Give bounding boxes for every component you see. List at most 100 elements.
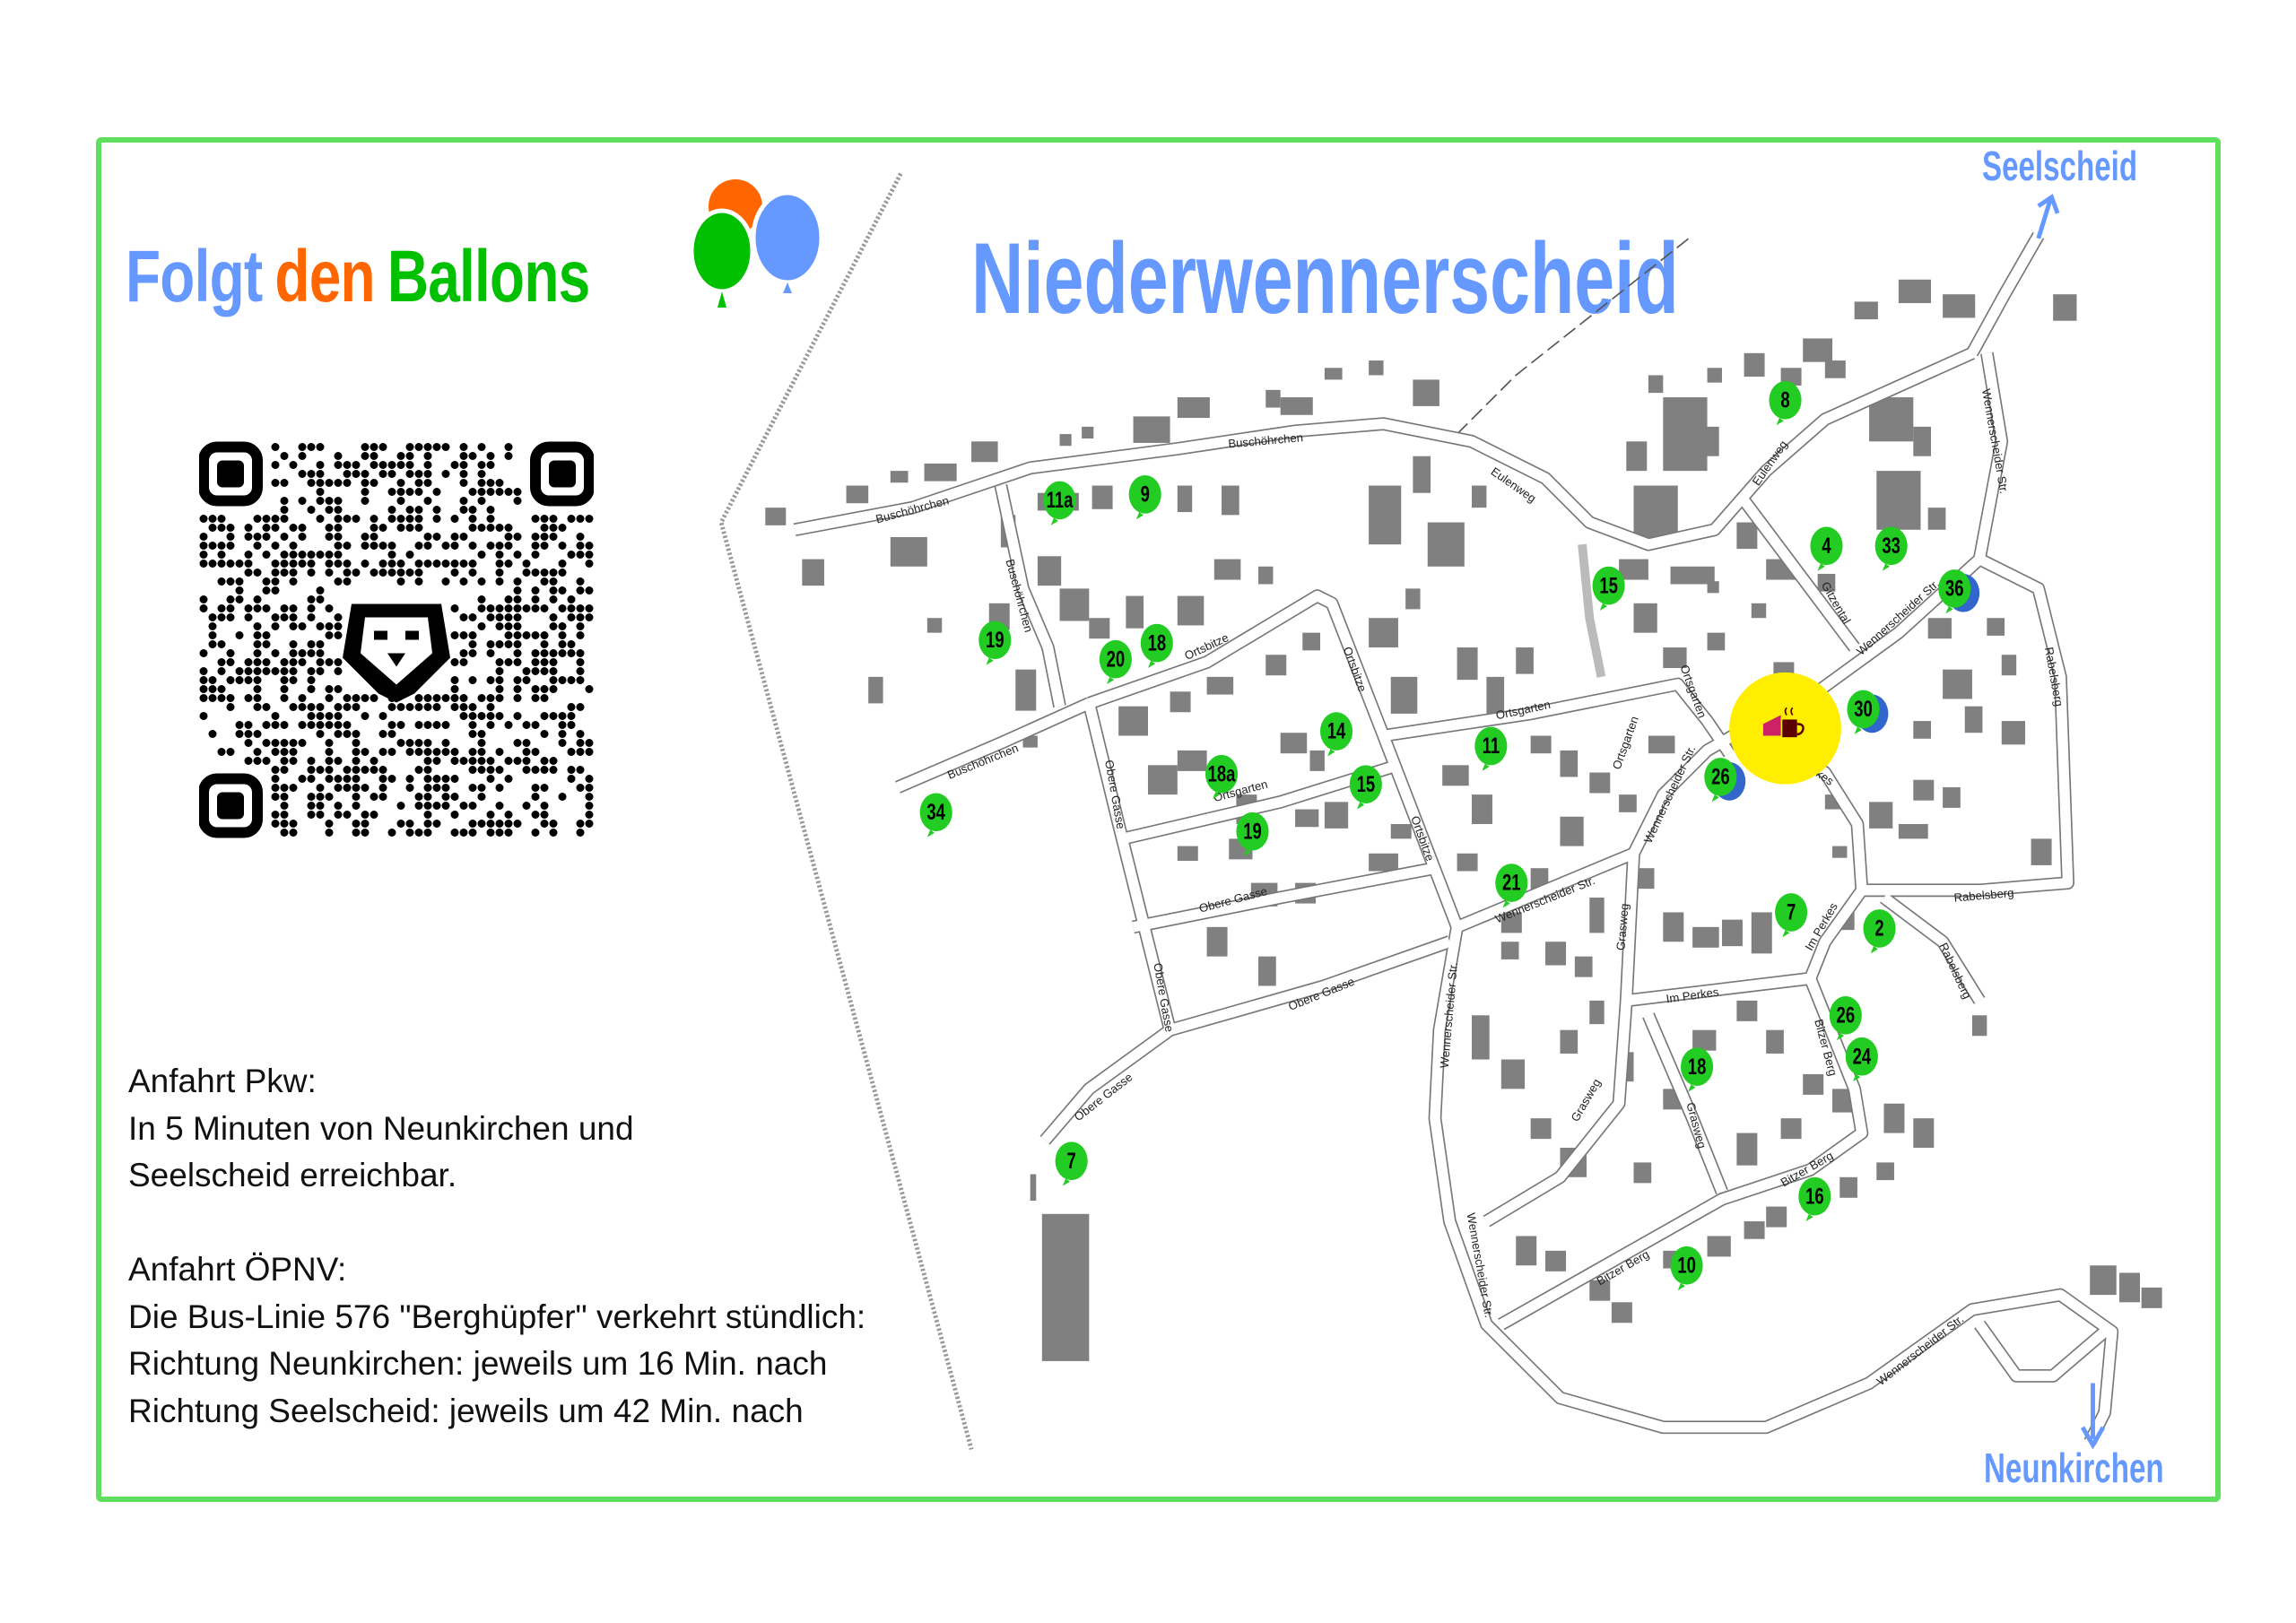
green-balloon-icon [1592, 566, 1625, 605]
balloon-marker[interactable]: 11 [1474, 726, 1508, 771]
building [1390, 823, 1412, 839]
balloon-marker[interactable]: 26 [1704, 758, 1746, 803]
building [1589, 1280, 1611, 1301]
building [1324, 368, 1343, 380]
balloon-marker[interactable]: 4 [1810, 526, 1843, 571]
building [1059, 588, 1090, 621]
balloon-marker[interactable]: 10 [1670, 1245, 1703, 1291]
footpath [1457, 234, 1693, 435]
balloon-marker[interactable]: 34 [919, 793, 952, 838]
balloon-marker[interactable]: 8 [1769, 381, 1802, 426]
balloon-marker[interactable]: 14 [1319, 712, 1353, 757]
building [1574, 956, 1593, 977]
balloon-marker[interactable]: 2 [1863, 909, 1896, 954]
info-line: Richtung Seelscheid: jeweils um 42 Min. … [128, 1392, 804, 1429]
balloon-marker[interactable]: 24 [1845, 1037, 1878, 1082]
building [1413, 379, 1439, 406]
building [1736, 1000, 1758, 1021]
qr-code[interactable] [199, 441, 594, 838]
balloon-marker[interactable]: 33 [1874, 526, 1908, 571]
building [1147, 765, 1178, 795]
balloon-marker[interactable]: 9 [1128, 475, 1161, 520]
green-balloon-icon [1681, 1047, 1714, 1087]
green-balloon-icon [1829, 995, 1862, 1035]
marker-number: 15 [1599, 573, 1618, 598]
building [1611, 1302, 1632, 1324]
building [1780, 1118, 1802, 1140]
building [1927, 508, 1946, 530]
building [1126, 595, 1144, 629]
building [1258, 956, 1276, 986]
green-balloon-icon [1670, 1245, 1703, 1285]
balloon-marker[interactable]: 26 [1829, 995, 1862, 1041]
building [1633, 603, 1657, 633]
green-balloon-icon [1128, 475, 1161, 514]
building [1015, 669, 1037, 711]
marker-number: 30 [1854, 696, 1873, 721]
building [1472, 485, 1487, 508]
building [1876, 1162, 1894, 1181]
cafe-location[interactable] [1729, 672, 1841, 785]
green-balloon-icon [1474, 726, 1508, 766]
street-label: Obere Gasse [1151, 962, 1176, 1033]
balloon-marker[interactable]: 20 [1099, 639, 1132, 685]
balloon-marker[interactable]: 7 [1055, 1141, 1088, 1186]
building [1516, 647, 1534, 674]
street-label: Grasweg [1683, 1101, 1709, 1150]
balloon-marker[interactable]: 19 [1236, 812, 1269, 857]
balloon-marker[interactable]: 21 [1495, 864, 1528, 908]
building [1832, 846, 1848, 858]
balloon-marker[interactable]: 18a [1205, 754, 1239, 800]
balloon-marker[interactable]: 19 [978, 621, 1012, 665]
building [1751, 603, 1767, 619]
building [1721, 919, 1743, 947]
marker-number: 33 [1882, 533, 1900, 558]
marker-number: 7 [1067, 1148, 1076, 1173]
building [1854, 301, 1878, 320]
building [971, 441, 998, 463]
marker-number: 26 [1837, 1002, 1856, 1028]
building [1692, 1029, 1717, 1051]
direction-label-neunkirchen: Neunkirchen [1984, 1445, 2164, 1491]
street-label: Wennerscheider Str. [1854, 577, 1942, 657]
building [1670, 566, 1715, 585]
marker-number: 16 [1805, 1184, 1824, 1209]
marker-number: 8 [1780, 387, 1789, 412]
building [1927, 618, 1952, 639]
balloon-marker[interactable]: 11a [1043, 481, 1076, 525]
building [1082, 426, 1094, 439]
marker-number: 18 [1688, 1054, 1707, 1079]
building [1692, 926, 1719, 948]
road [1382, 677, 1735, 758]
building [1427, 522, 1465, 567]
building [1177, 397, 1210, 419]
balloon-marker[interactable]: 30 [1847, 690, 1889, 734]
balloon-marker[interactable]: 15 [1349, 765, 1382, 810]
building [1589, 772, 1611, 794]
building [1177, 485, 1193, 513]
building [1059, 434, 1072, 447]
building [1766, 1029, 1784, 1054]
slogan-word-2: den [274, 236, 375, 317]
green-balloon-icon [1055, 1141, 1088, 1181]
balloon-marker[interactable]: 36 [1938, 569, 1980, 614]
green-balloon-icon [1845, 1037, 1878, 1076]
building [1883, 1103, 1905, 1133]
building [1030, 1174, 1037, 1202]
balloon-marker[interactable]: 16 [1798, 1176, 1831, 1222]
building [1280, 397, 1313, 415]
balloon-marker[interactable]: 18 [1140, 623, 1173, 669]
building [1222, 485, 1239, 516]
balloon-marker[interactable]: 15 [1592, 566, 1625, 612]
green-balloon-icon [1704, 758, 1737, 796]
building [1037, 556, 1062, 586]
building [890, 536, 927, 567]
building [2053, 294, 2077, 321]
green-balloon-icon [1810, 526, 1843, 566]
balloon-marker[interactable]: 7 [1775, 893, 1808, 938]
balloon-marker[interactable]: 18 [1681, 1047, 1714, 1092]
building [1663, 647, 1687, 669]
building [1736, 1133, 1758, 1166]
building [1943, 294, 1976, 318]
